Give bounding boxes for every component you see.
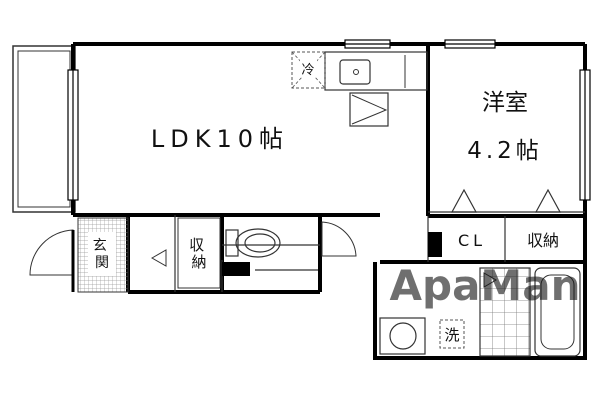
kitchen-counter — [324, 51, 428, 91]
closet-label: CL — [458, 231, 486, 250]
western-room-name: 洋室 — [482, 90, 528, 116]
ldk-label: LDK10帖 — [151, 125, 289, 153]
storage-right-label: 収納 — [527, 231, 559, 250]
windows — [67, 39, 591, 201]
storage-hall-label: 収 納 — [189, 236, 209, 271]
toilet — [222, 228, 318, 276]
toilet-door — [321, 221, 357, 257]
entrance-label: 玄 関 — [93, 237, 111, 271]
fridge-label: 冷 — [301, 63, 314, 78]
entrance: 玄 関 — [29, 217, 129, 293]
watermark: ApaMan — [390, 261, 581, 310]
hall-storage: 収 納 — [150, 217, 221, 289]
western-room-size: 4.2帖 — [467, 138, 543, 164]
fridge-space: 冷 — [291, 51, 326, 89]
washroom: 洗 — [379, 317, 465, 355]
balcony — [12, 45, 76, 213]
washer-label: 洗 — [444, 326, 459, 344]
bathroom — [479, 267, 581, 357]
pillar — [428, 232, 442, 257]
range-hood — [349, 92, 389, 127]
closet-doors — [428, 188, 585, 213]
